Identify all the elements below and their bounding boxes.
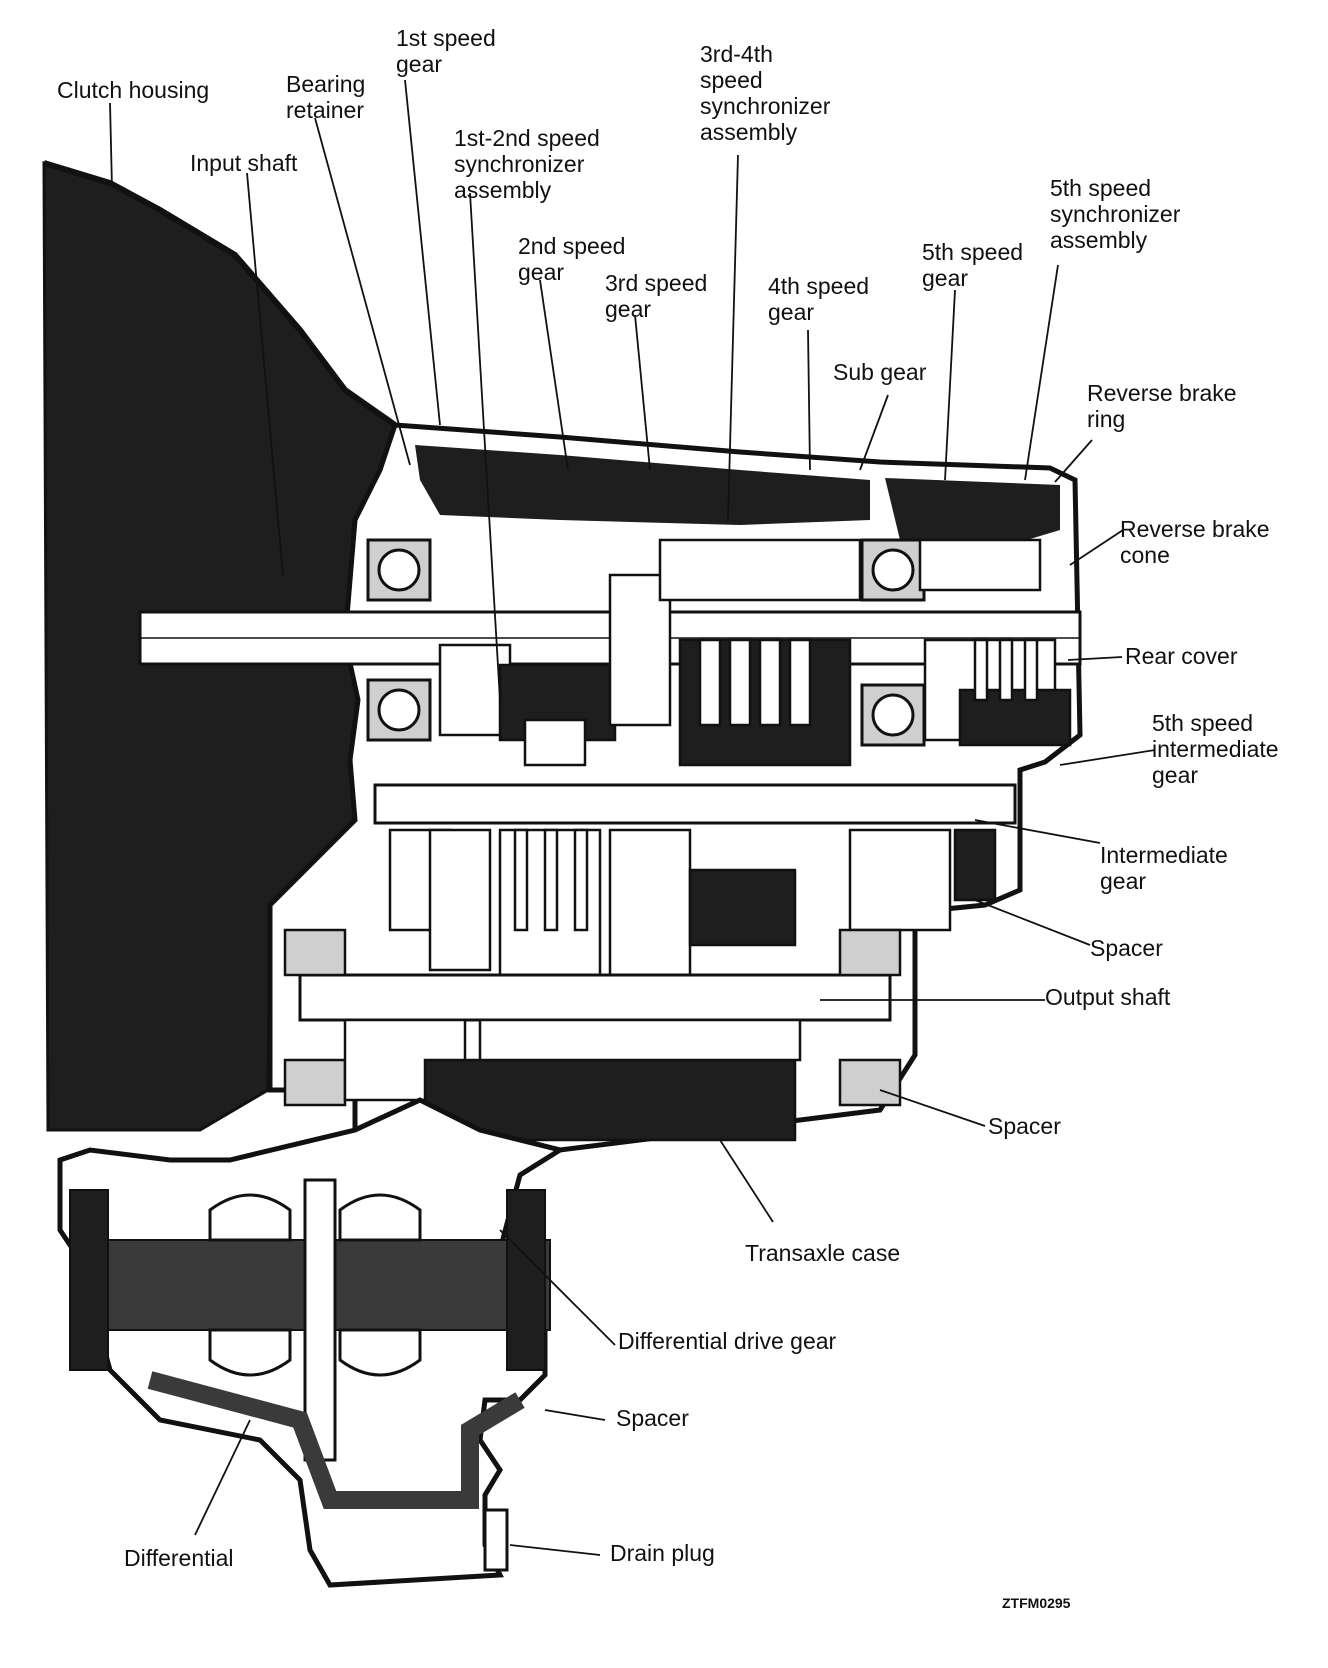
label-sync-1-2: 1st-2nd speed synchronizer assembly — [454, 125, 600, 203]
output-shaft-body — [298, 973, 892, 1022]
label-output-shaft: Output shaft — [1045, 984, 1171, 1010]
rear-chamber-wall — [885, 478, 1060, 545]
label-spacer-lower: Spacer — [616, 1405, 689, 1431]
drain-plug-body — [483, 1508, 509, 1572]
input-bearings — [366, 538, 926, 747]
lower-gear-stack — [388, 828, 997, 982]
label-spacer-middle: Spacer — [988, 1113, 1061, 1139]
label-third-speed-gear: 3rd speed gear — [605, 270, 708, 322]
label-input-shaft: Input shaft — [190, 150, 298, 176]
clutch-housing-outline — [43, 160, 397, 428]
differential-lower-case — [147, 1371, 525, 1509]
label-sync-5: 5th speed synchronizer assembly — [1050, 175, 1181, 253]
label-second-speed-gear: 2nd speed gear — [518, 233, 626, 285]
label-bearing-retainer: Bearing retainer — [286, 71, 366, 123]
label-differential-drive-gear: Differential drive gear — [618, 1328, 837, 1354]
label-differential: Differential — [124, 1545, 234, 1571]
label-sub-gear: Sub gear — [833, 359, 927, 385]
case-top-wall — [415, 445, 870, 525]
label-intermediate-gear: Intermediate gear — [1100, 842, 1228, 894]
label-spacer-upper: Spacer — [1090, 935, 1163, 961]
figure-code: ZTFM0295 — [1002, 1595, 1071, 1611]
differential-pinions — [208, 1193, 422, 1377]
differential-pinion-shaft — [303, 1178, 337, 1462]
label-rear-cover: Rear cover — [1125, 643, 1238, 669]
label-clutch-housing: Clutch housing — [57, 77, 210, 103]
label-sync-3-4: 3rd-4th speed synchronizer assembly — [700, 41, 831, 145]
label-fifth-intermediate-gear: 5th speed intermediate gear — [1152, 710, 1279, 788]
label-reverse-brake-ring: Reverse brake ring — [1087, 380, 1237, 432]
output-shaft-gears — [343, 1018, 802, 1142]
label-first-speed-gear: 1st speed gear — [396, 25, 496, 77]
upper-gear-stack — [438, 538, 1072, 767]
intermediate-shaft — [373, 783, 1017, 825]
label-drain-plug: Drain plug — [610, 1540, 715, 1566]
output-bearings — [283, 928, 902, 1107]
label-fifth-speed-gear: 5th speed gear — [922, 239, 1024, 291]
label-reverse-brake-cone: Reverse brake cone — [1120, 516, 1270, 568]
label-fourth-speed-gear: 4th speed gear — [768, 273, 870, 325]
label-transaxle-case: Transaxle case — [745, 1240, 901, 1266]
leader-lines — [109, 79, 1156, 1556]
